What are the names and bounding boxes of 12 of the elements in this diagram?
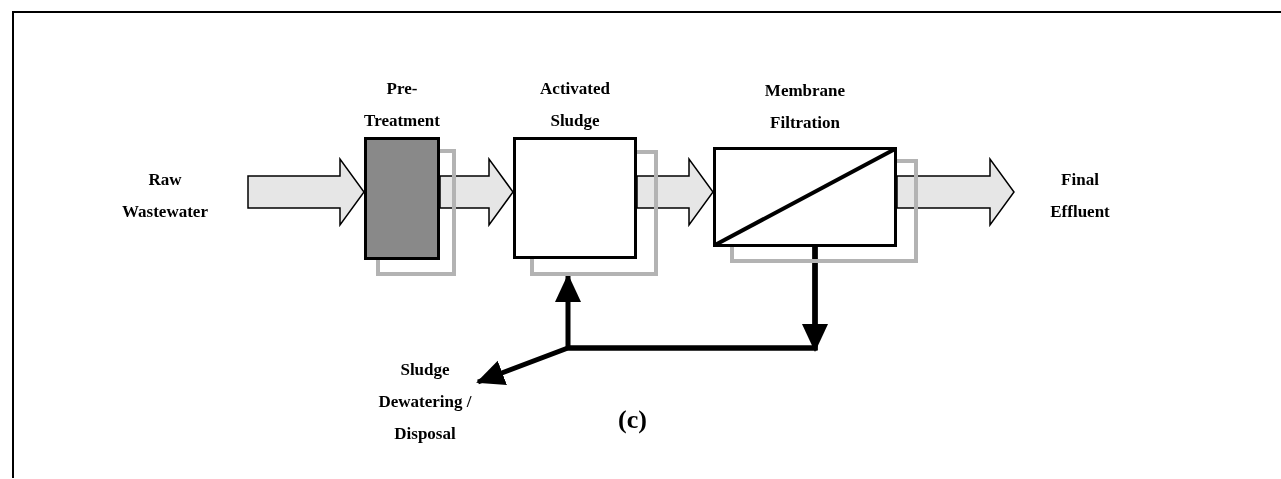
block-arrow	[636, 156, 714, 228]
unit-heading: Membrane Filtration	[763, 80, 847, 134]
stream-label: Final Effluent	[1049, 169, 1111, 223]
flow-arrow	[802, 247, 828, 352]
unit-heading: Pre- Treatment	[363, 78, 441, 132]
panel-label: (c)	[618, 405, 647, 435]
block-arrow	[439, 156, 514, 228]
block-arrow	[896, 156, 1015, 228]
unit-heading: Activated Sludge	[539, 78, 611, 132]
stream-label: Raw Wastewater	[121, 169, 209, 223]
stream-label: Sludge Dewatering / Disposal	[377, 359, 473, 445]
block-arrow	[247, 156, 365, 228]
